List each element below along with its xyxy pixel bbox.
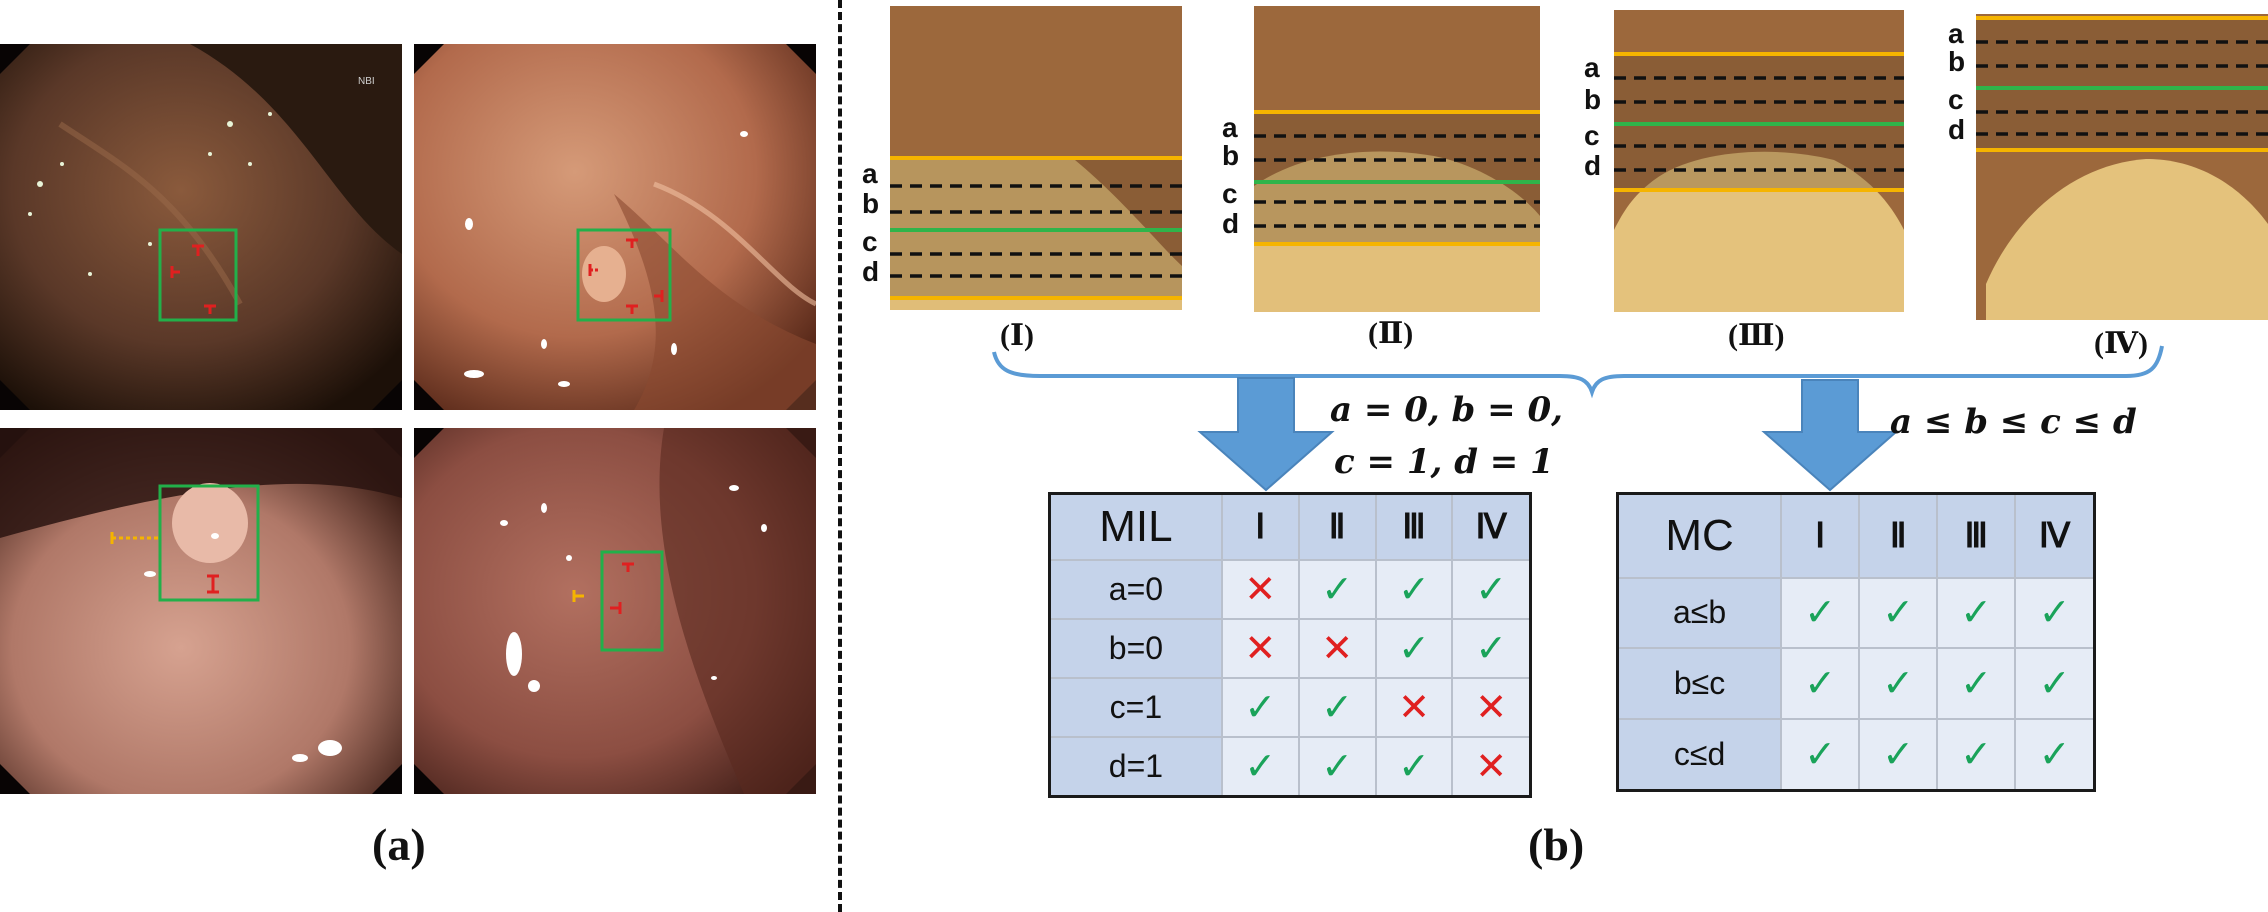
mil-col-3: Ⅲ xyxy=(1374,492,1454,561)
mc-cell: ✓ xyxy=(1780,576,1861,650)
mc-col-2: Ⅱ xyxy=(1858,492,1939,579)
crop-image-3 xyxy=(1614,10,1904,312)
mil-cell: ✕ xyxy=(1374,676,1454,738)
endoscopy-image-3 xyxy=(0,428,402,794)
endoscopy-image-1: NBI xyxy=(0,44,402,410)
mc-row-label: c≤d xyxy=(1616,717,1783,792)
mc-table: MC Ⅰ Ⅱ Ⅲ Ⅳ a≤b ✓ ✓ ✓ ✓ b≤c ✓ ✓ ✓ ✓ c≤d ✓… xyxy=(1616,492,2096,792)
letter-b: b xyxy=(1584,84,1602,115)
table-row: b≤c ✓ ✓ ✓ ✓ xyxy=(1616,647,2096,720)
panel-divider xyxy=(838,0,842,912)
mil-col-2: Ⅱ xyxy=(1297,492,1377,561)
mil-table: MIL Ⅰ Ⅱ Ⅲ Ⅳ a=0 ✕ ✓ ✓ ✓ b=0 ✕ ✕ ✓ ✓ c=1 … xyxy=(1048,492,1532,798)
letter-a: a xyxy=(862,158,878,189)
letter-d: d xyxy=(1584,150,1602,181)
mc-condition: a ≤ b ≤ c ≤ d xyxy=(1890,402,2137,442)
mil-row-label: b=0 xyxy=(1048,617,1223,679)
panel-b-label: (b) xyxy=(1528,819,1585,870)
mc-cell: ✓ xyxy=(1780,647,1861,720)
mil-cell: ✕ xyxy=(1297,617,1377,679)
mil-corner: MIL xyxy=(1048,492,1223,561)
crop-image-4 xyxy=(1976,14,2268,320)
endoscopy-image-2 xyxy=(414,44,816,410)
mc-cell: ✓ xyxy=(1858,576,1939,650)
letter-b: b xyxy=(1222,140,1240,171)
mc-col-1: Ⅰ xyxy=(1780,492,1861,579)
letter-c: c xyxy=(1584,120,1600,151)
mc-cell: ✓ xyxy=(1936,647,2017,720)
crop-image-2 xyxy=(1254,6,1540,312)
mil-cell: ✓ xyxy=(1451,558,1532,620)
mil-cell: ✕ xyxy=(1451,735,1532,798)
mil-cell: ✕ xyxy=(1220,617,1300,679)
mil-condition: a = 0, b = 0, c = 1, d = 1 xyxy=(1330,384,1563,488)
arrow-to-mc xyxy=(1761,379,1899,492)
mil-cell: ✓ xyxy=(1374,617,1454,679)
letter-a: a xyxy=(1222,112,1238,143)
mc-cell: ✓ xyxy=(1936,576,2017,650)
table-row: b=0 ✕ ✕ ✓ ✓ xyxy=(1048,617,1532,679)
mil-col-4: Ⅳ xyxy=(1451,492,1532,561)
mil-condition-line-2: c = 1, d = 1 xyxy=(1334,442,1554,482)
letter-a: a xyxy=(1584,52,1600,83)
table-row: a≤b ✓ ✓ ✓ ✓ xyxy=(1616,576,2096,650)
letter-d: d xyxy=(1948,114,1966,145)
crop-4-numeral: (Ⅳ) xyxy=(2094,327,2149,360)
table-row: d=1 ✓ ✓ ✓ ✕ xyxy=(1048,735,1532,798)
mil-col-1: Ⅰ xyxy=(1220,492,1300,561)
table-row: c≤d ✓ ✓ ✓ ✓ xyxy=(1616,717,2096,792)
mil-cell: ✓ xyxy=(1297,735,1377,798)
letter-c: c xyxy=(1222,178,1238,209)
mc-cell: ✓ xyxy=(1858,717,1939,792)
mil-row-label: c=1 xyxy=(1048,676,1223,738)
mil-cell: ✓ xyxy=(1374,558,1454,620)
crop-3-numeral: (Ⅲ) xyxy=(1728,319,1785,352)
mc-col-3: Ⅲ xyxy=(1936,492,2017,579)
crop-2-numeral: (Ⅱ) xyxy=(1368,317,1414,350)
arrow-to-mil xyxy=(1197,377,1335,492)
mil-row-label: d=1 xyxy=(1048,735,1223,798)
crop-image-1 xyxy=(890,6,1182,310)
mc-col-4: Ⅳ xyxy=(2014,492,2096,579)
mc-cell: ✓ xyxy=(1780,717,1861,792)
mc-cell: ✓ xyxy=(2014,717,2096,792)
letter-b: b xyxy=(862,188,880,219)
mil-row-label: a=0 xyxy=(1048,558,1223,620)
panel-a-label: (a) xyxy=(372,819,426,870)
mil-cell: ✓ xyxy=(1297,558,1377,620)
mil-cell: ✓ xyxy=(1451,617,1532,679)
letter-d: d xyxy=(862,256,880,287)
crop-1-numeral: (Ⅰ) xyxy=(1000,319,1035,352)
mil-cell: ✓ xyxy=(1220,735,1300,798)
mil-cell: ✓ xyxy=(1220,676,1300,738)
letter-d: d xyxy=(1222,208,1240,239)
mc-row-label: a≤b xyxy=(1616,576,1783,650)
mc-cell: ✓ xyxy=(1936,717,2017,792)
letter-b: b xyxy=(1948,46,1966,77)
mil-cell: ✕ xyxy=(1451,676,1532,738)
mil-cell: ✕ xyxy=(1220,558,1300,620)
mc-cell: ✓ xyxy=(2014,576,2096,650)
grouping-brace xyxy=(992,345,2164,399)
mc-cell: ✓ xyxy=(1858,647,1939,720)
mil-cell: ✓ xyxy=(1297,676,1377,738)
letter-a: a xyxy=(1948,18,1964,49)
mil-condition-line-1: a = 0, b = 0, xyxy=(1330,390,1563,430)
nbi-badge: NBI xyxy=(358,76,375,87)
letter-c: c xyxy=(862,226,878,257)
mil-cell: ✓ xyxy=(1374,735,1454,798)
mc-cell: ✓ xyxy=(2014,647,2096,720)
table-row: a=0 ✕ ✓ ✓ ✓ xyxy=(1048,558,1532,620)
letter-c: c xyxy=(1948,84,1964,115)
table-row: c=1 ✓ ✓ ✕ ✕ xyxy=(1048,676,1532,738)
mc-corner: MC xyxy=(1616,492,1783,579)
mc-row-label: b≤c xyxy=(1616,647,1783,720)
endoscopy-image-4 xyxy=(414,428,816,794)
